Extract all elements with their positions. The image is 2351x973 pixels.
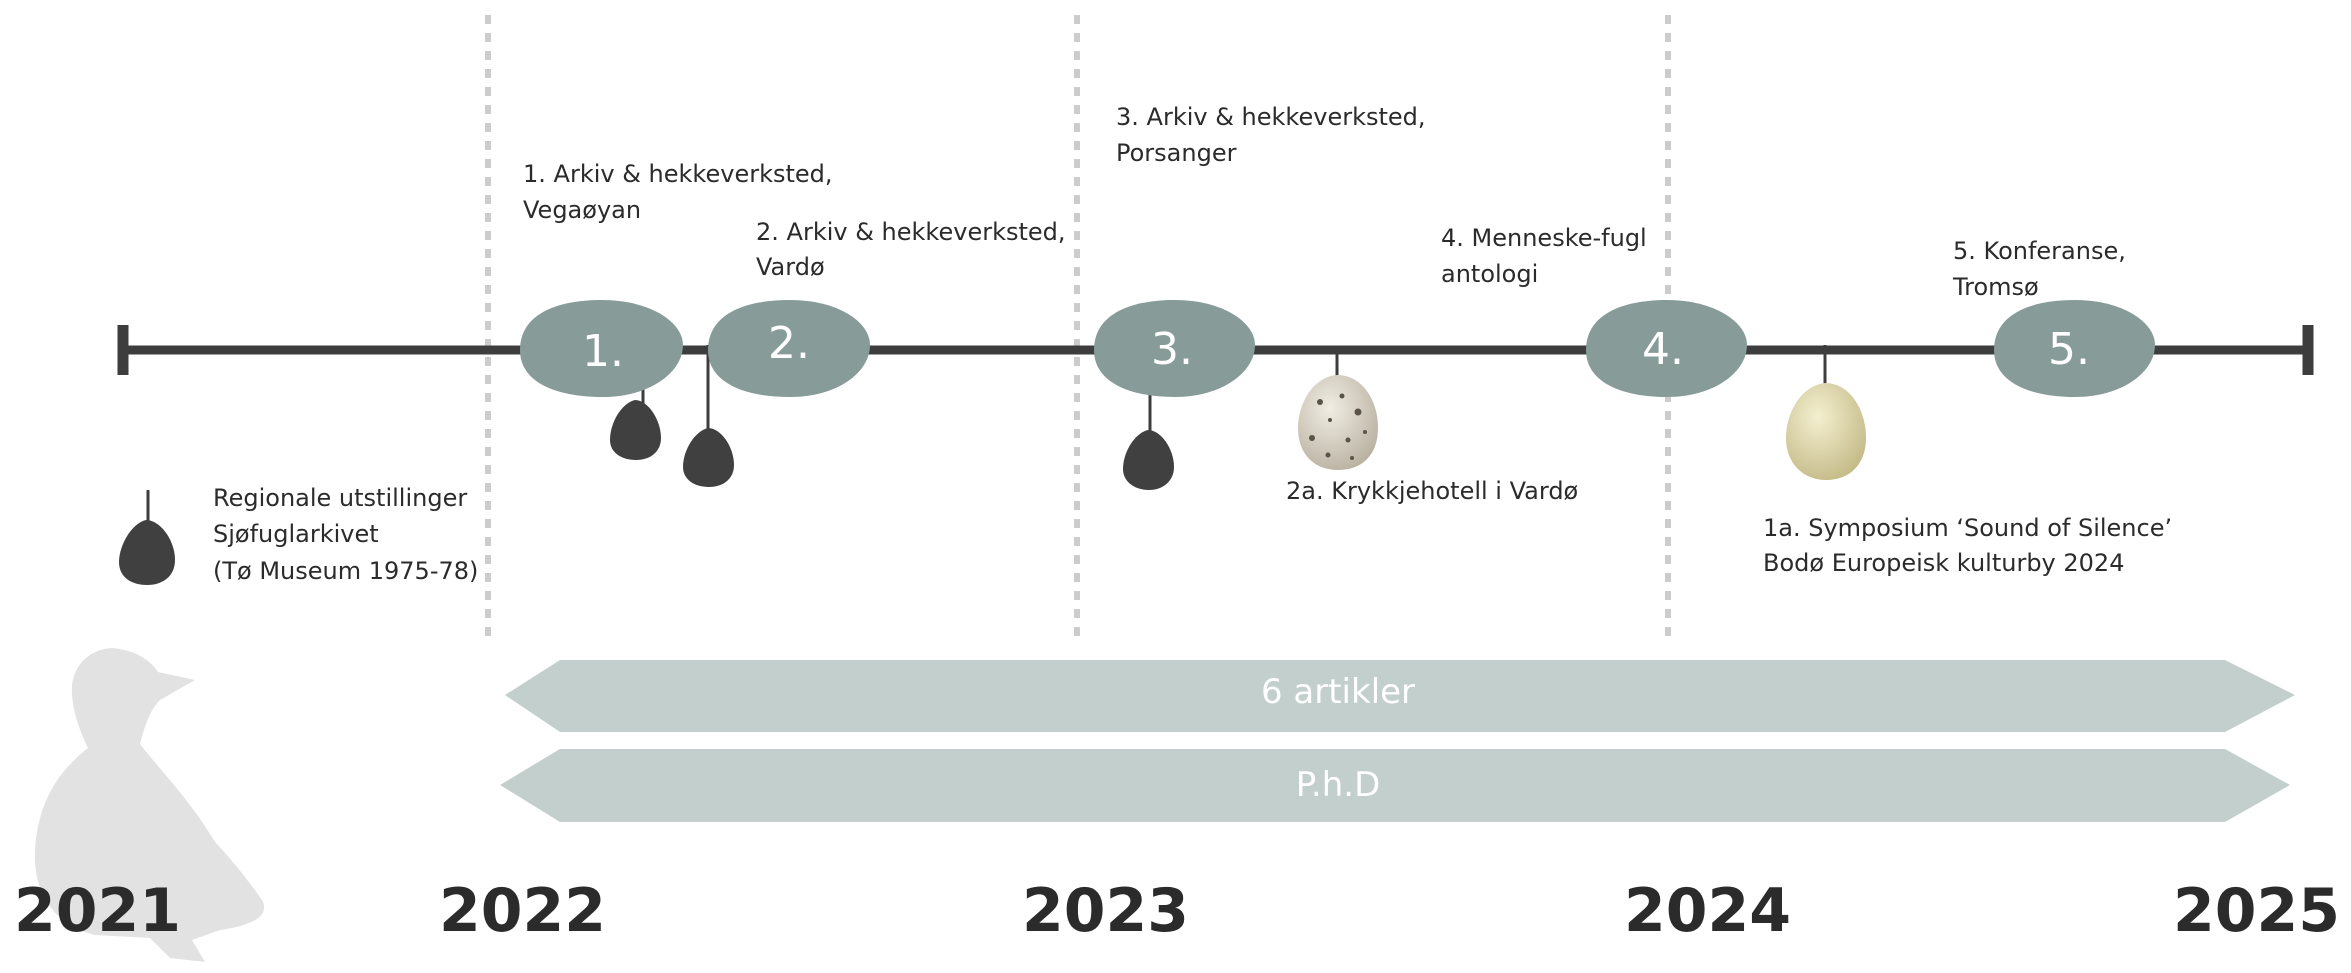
speckled-egg-icon: [1298, 375, 1378, 470]
legend-line-3: (Tø Museum 1975-78): [213, 557, 478, 585]
year-labels: 2021 2022 2023 2024 2025: [14, 876, 2340, 946]
year-2025: 2025: [2173, 876, 2340, 946]
speckle: [1339, 393, 1345, 399]
milestone-labels: 1. Arkiv & hekkeverksted, Vegaøyan 2. Ar…: [523, 103, 2126, 301]
duck-silhouette-icon: [34, 648, 265, 962]
bands: 6 artikler P.h.D: [500, 660, 2295, 822]
event-krykkjehotell: 2a. Krykkjehotell i Vardø: [1286, 477, 1578, 505]
band-phd-label: P.h.D: [1296, 765, 1381, 805]
milestone-blob-4: [1586, 300, 1747, 397]
band-phd: P.h.D: [500, 749, 2290, 822]
milestone-5: 5.: [1994, 300, 2155, 397]
speckled-egg-shell: [1298, 375, 1378, 470]
band-articles: 6 artikler: [505, 660, 2295, 732]
milestone-place-5: Tromsø: [1952, 273, 2039, 301]
milestone-blob-5: [1994, 300, 2155, 397]
year-2022: 2022: [439, 876, 606, 946]
event-labels: 2a. Krykkjehotell i Vardø 1a. Symposium …: [1286, 477, 2172, 577]
dark-egg-icon: [683, 428, 734, 487]
speckle: [1317, 399, 1323, 405]
milestone-4: 4.: [1586, 300, 1747, 397]
milestone-place-3: Porsanger: [1116, 139, 1237, 167]
eggs: [119, 375, 1866, 585]
legend: Regionale utstillinger Sjøfuglarkivet (T…: [213, 484, 478, 585]
milestone-place-4: antologi: [1441, 260, 1538, 288]
milestone-marker-1: 1.: [582, 326, 624, 377]
milestone-marker-4: 4.: [1642, 324, 1684, 375]
speckle: [1309, 435, 1315, 441]
milestone-blob-2: [708, 300, 870, 397]
milestone-blob-3: [1094, 300, 1255, 397]
band-phd-shape: [500, 749, 2290, 822]
band-articles-label: 6 artikler: [1261, 672, 1415, 712]
speckle: [1350, 456, 1354, 460]
speckle: [1363, 430, 1367, 434]
speckle: [1325, 452, 1331, 458]
speckle: [1328, 418, 1332, 422]
year-2023: 2023: [1022, 876, 1189, 946]
speckle: [1354, 408, 1362, 416]
milestone-marker-3: 3.: [1151, 324, 1193, 375]
milestone-title-3: 3. Arkiv & hekkeverksted,: [1116, 103, 1426, 131]
band-articles-shape: [505, 660, 2295, 732]
milestone-1: 1.: [520, 300, 683, 397]
milestone-blob-1: [520, 300, 683, 397]
milestone-marker-5: 5.: [2048, 324, 2090, 375]
milestone-3: 3.: [1094, 300, 1255, 397]
year-2024: 2024: [1624, 876, 1791, 946]
milestone-place-1: Vegaøyan: [523, 196, 641, 224]
milestone-title-2: 2. Arkiv & hekkeverksted,: [756, 218, 1066, 246]
dark-egg-icon: [1123, 430, 1174, 490]
milestone-title-4: 4. Menneske-fugl: [1441, 224, 1647, 252]
event-symposium-subtitle: Bodø Europeisk kulturby 2024: [1763, 549, 2124, 577]
milestone-2: 2.: [708, 300, 870, 397]
cream-egg-icon: [1786, 383, 1866, 480]
legend-dark-egg-icon: [119, 520, 175, 585]
legend-line-1: Regionale utstillinger: [213, 484, 467, 512]
milestone-title-1: 1. Arkiv & hekkeverksted,: [523, 160, 833, 188]
event-symposium-title: 1a. Symposium ‘Sound of Silence’: [1763, 514, 2172, 542]
milestone-title-5: 5. Konferanse,: [1953, 237, 2126, 265]
speckle: [1345, 437, 1351, 443]
year-2021: 2021: [14, 876, 181, 946]
milestone-marker-2: 2.: [768, 318, 810, 369]
milestones: 1. 2. 3. 4. 5.: [520, 300, 2155, 397]
milestone-place-2: Vardø: [756, 253, 825, 281]
legend-line-2: Sjøfuglarkivet: [213, 520, 379, 548]
dark-egg-icon: [610, 400, 661, 460]
